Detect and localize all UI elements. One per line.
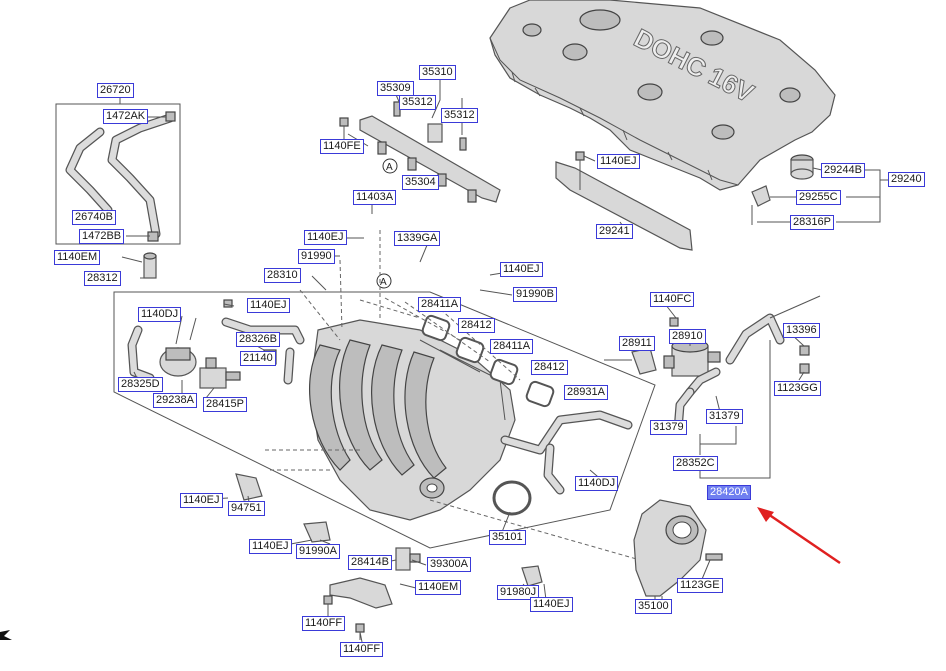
part-label-28326b[interactable]: 28326B — [236, 332, 280, 347]
part-label-28310[interactable]: 28310 — [264, 268, 301, 283]
part-label-35101[interactable]: 35101 — [489, 530, 526, 545]
part-label-1472bb[interactable]: 1472BB — [79, 229, 125, 244]
part-label-13396[interactable]: 13396 — [783, 323, 820, 338]
bracket-94751 — [235, 473, 263, 501]
part-label-26720[interactable]: 26720 — [97, 83, 134, 98]
nut-13396 — [799, 345, 810, 374]
bolt-1140fc — [669, 317, 679, 327]
part-label-28412-b[interactable]: 28412 — [531, 360, 568, 375]
part-label-11403a[interactable]: 11403A — [353, 190, 397, 205]
part-label-29255c[interactable]: 29255C — [796, 190, 841, 205]
throttle-body-gasket — [492, 480, 532, 516]
part-label-1140ej-e[interactable]: 1140EJ — [249, 539, 292, 554]
part-label-1140dj-right[interactable]: 1140DJ — [575, 476, 619, 491]
part-label-1140em-bottom[interactable]: 1140EM — [415, 580, 462, 595]
part-label-1140ff-b[interactable]: 1140FF — [340, 642, 384, 657]
callout-a-upper: A — [386, 162, 393, 173]
cover-insulator-strip — [555, 161, 693, 251]
part-label-28316p[interactable]: 28316P — [790, 215, 834, 230]
part-label-35100[interactable]: 35100 — [635, 599, 672, 614]
cover-grommet — [790, 154, 814, 180]
part-label-1140ej-f[interactable]: 1140EJ — [530, 597, 573, 612]
part-label-28910[interactable]: 28910 — [669, 329, 706, 344]
callout-a-lower: A — [380, 277, 387, 288]
bracket-91990a — [303, 521, 331, 543]
part-label-1123gg[interactable]: 1123GG — [774, 381, 821, 396]
part-label-28312[interactable]: 28312 — [84, 271, 121, 286]
part-label-1140em-left[interactable]: 1140EM — [54, 250, 101, 265]
part-label-31379-a[interactable]: 31379 — [706, 409, 743, 424]
part-label-1140ej-c[interactable]: 1140EJ — [247, 298, 290, 313]
part-label-35310[interactable]: 35310 — [419, 65, 456, 80]
cover-bracket — [751, 185, 771, 225]
pointer-arrow — [757, 507, 841, 565]
fuel-rail — [359, 115, 501, 203]
part-label-21140[interactable]: 21140 — [240, 351, 276, 366]
part-label-1140ff-a[interactable]: 1140FF — [302, 616, 346, 631]
part-label-29241[interactable]: 29241 — [596, 224, 633, 239]
part-label-29240[interactable]: 29240 — [888, 172, 925, 187]
part-label-29238a[interactable]: 29238A — [153, 393, 197, 408]
pcv-hose-box — [55, 103, 181, 245]
map-sensor — [395, 547, 421, 571]
part-label-39300a[interactable]: 39300A — [427, 557, 471, 572]
part-label-28325d[interactable]: 28325D — [118, 377, 163, 392]
intake-manifold — [309, 319, 516, 521]
part-label-31379-b[interactable]: 31379 — [650, 420, 687, 435]
throttle-body — [633, 499, 723, 597]
hose-clamp-top — [165, 111, 176, 122]
part-label-28420a-selected[interactable]: 28420A — [707, 485, 751, 500]
part-label-91990a[interactable]: 91990A — [296, 544, 340, 559]
corner-arrow-icon — [0, 630, 12, 640]
part-label-35304[interactable]: 35304 — [402, 175, 439, 190]
part-label-35312-a[interactable]: 35312 — [399, 95, 436, 110]
manifold-group-outline — [113, 291, 656, 549]
vacuum-actuator — [159, 317, 197, 377]
fuel-rail-bolt — [339, 117, 349, 140]
part-label-1140ej-g[interactable]: 1140EJ — [597, 154, 640, 169]
part-label-1140dj-left[interactable]: 1140DJ — [138, 307, 182, 322]
part-label-28415p[interactable]: 28415P — [203, 397, 247, 412]
part-label-1339ga[interactable]: 1339GA — [394, 231, 441, 246]
part-label-28352c[interactable]: 28352C — [673, 456, 718, 471]
part-label-35312-b[interactable]: 35312 — [441, 108, 478, 123]
solenoid-valve — [199, 357, 241, 389]
part-label-28411a-b[interactable]: 28411A — [490, 339, 534, 354]
bracket-28911 — [631, 347, 657, 375]
part-label-28411a-a[interactable]: 28411A — [418, 297, 462, 312]
manifold-gaskets — [421, 314, 555, 408]
part-label-35309[interactable]: 35309 — [377, 81, 414, 96]
pcv-valve — [143, 252, 157, 279]
part-label-28911[interactable]: 28911 — [619, 336, 655, 351]
part-label-1140ej-b[interactable]: 1140EJ — [500, 262, 543, 277]
bracket-1140ej — [223, 299, 233, 308]
part-label-1140fe[interactable]: 1140FE — [320, 139, 364, 154]
part-label-28414b[interactable]: 28414B — [348, 555, 392, 570]
part-label-28412-a[interactable]: 28412 — [458, 318, 495, 333]
part-label-1123ge[interactable]: 1123GE — [677, 578, 723, 593]
part-label-28931a[interactable]: 28931A — [564, 385, 608, 400]
part-label-94751[interactable]: 94751 — [228, 501, 265, 516]
part-label-26740b[interactable]: 26740B — [72, 210, 116, 225]
part-label-91980j[interactable]: 91980J — [497, 585, 540, 600]
injector-parts — [393, 101, 467, 151]
engine-cover: DOHC 16V — [489, 0, 836, 191]
part-label-91990[interactable]: 91990 — [298, 249, 335, 264]
part-label-91990b[interactable]: 91990B — [513, 287, 557, 302]
bracket-91980j — [521, 565, 543, 587]
part-label-1140fc[interactable]: 1140FC — [650, 292, 695, 307]
manifold-support-bracket — [329, 577, 393, 609]
part-label-1140ej-a[interactable]: 1140EJ — [304, 230, 347, 245]
part-label-1140ej-d[interactable]: 1140EJ — [180, 493, 223, 508]
part-label-29244b[interactable]: 29244B — [821, 163, 865, 178]
part-label-1472ak[interactable]: 1472AK — [103, 109, 149, 124]
